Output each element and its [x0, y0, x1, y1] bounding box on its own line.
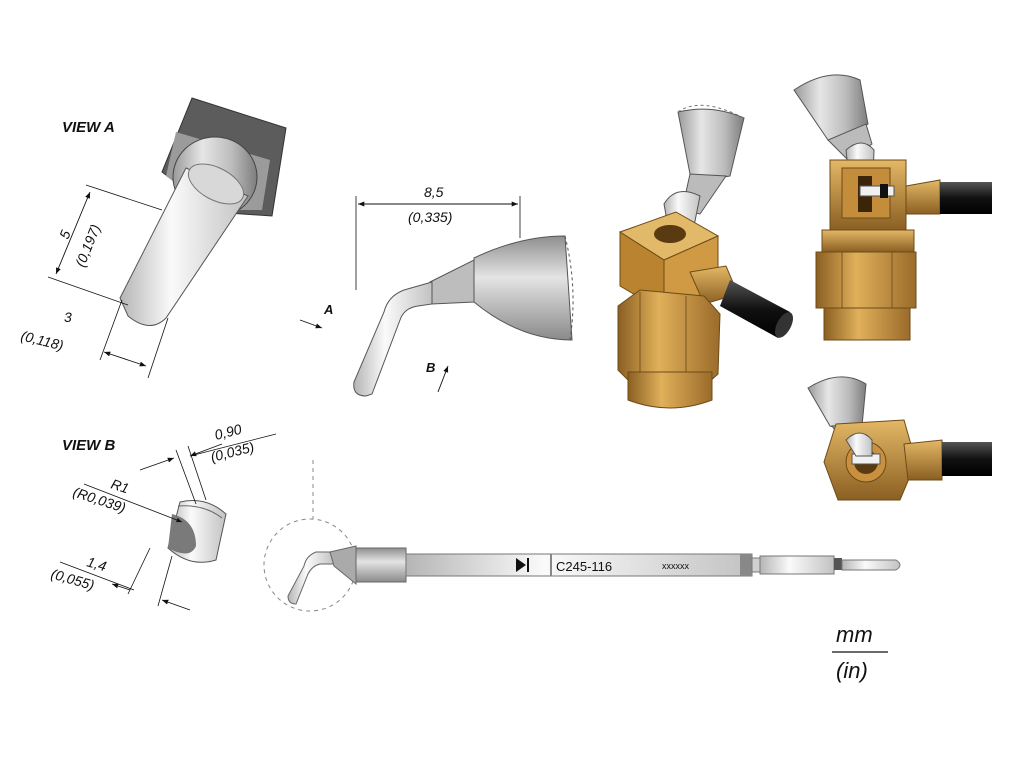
- view-a-length-in: (0,197): [72, 222, 103, 269]
- arrow-b-label: B: [426, 360, 435, 375]
- view-b-group: VIEW B 0,90 (0,035) R1 (R0,039): [49, 421, 277, 611]
- cartridge-group: C245-116 xxxxxx: [263, 460, 901, 612]
- side-view-reach-dimension: 8,5 (0,335): [355, 184, 521, 290]
- view-a-length-mm: 5: [56, 228, 74, 241]
- side-view-tip-illustration: [353, 235, 574, 397]
- side-view-reach-mm: 8,5: [424, 184, 444, 200]
- view-b-gap-dimension: 1,4 (0,055): [49, 547, 191, 611]
- view-b-radius-dimension: R1 (R0,039): [71, 476, 183, 523]
- assembly-top-view-illustration: [807, 376, 992, 501]
- units-primary: mm: [836, 622, 873, 647]
- side-view-reach-in: (0,335): [408, 209, 452, 225]
- assembly-front-view-illustration: [793, 74, 992, 341]
- view-b-tip-illustration: [167, 500, 227, 563]
- view-b-arrow: B: [426, 360, 449, 393]
- units-legend: mm (in): [832, 622, 888, 683]
- view-b-thickness-dimension: 0,90 (0,035): [139, 421, 277, 505]
- view-b-thickness-mm: 0,90: [213, 421, 244, 443]
- cartridge-serial-label: xxxxxx: [662, 561, 690, 571]
- view-a-title: VIEW A: [62, 119, 115, 136]
- side-view-group: 8,5 (0,335) A B: [299, 184, 574, 397]
- view-a-group: VIEW A 5 (0,197) 3 (0,118): [19, 97, 287, 379]
- units-secondary: (in): [836, 658, 868, 683]
- assembly-isometric-illustration: [617, 104, 794, 409]
- view-a-tip-illustration: [119, 97, 287, 326]
- view-b-title: VIEW B: [62, 437, 116, 454]
- cartridge-model-label: C245-116: [556, 559, 612, 574]
- arrow-a-label: A: [323, 302, 333, 317]
- view-a-width-in: (0,118): [19, 327, 65, 353]
- view-b-gap-mm: 1,4: [85, 554, 108, 575]
- view-a-arrow: A: [299, 302, 333, 329]
- view-b-radius-mm: R1: [109, 476, 131, 497]
- view-a-width-mm: 3: [64, 309, 72, 325]
